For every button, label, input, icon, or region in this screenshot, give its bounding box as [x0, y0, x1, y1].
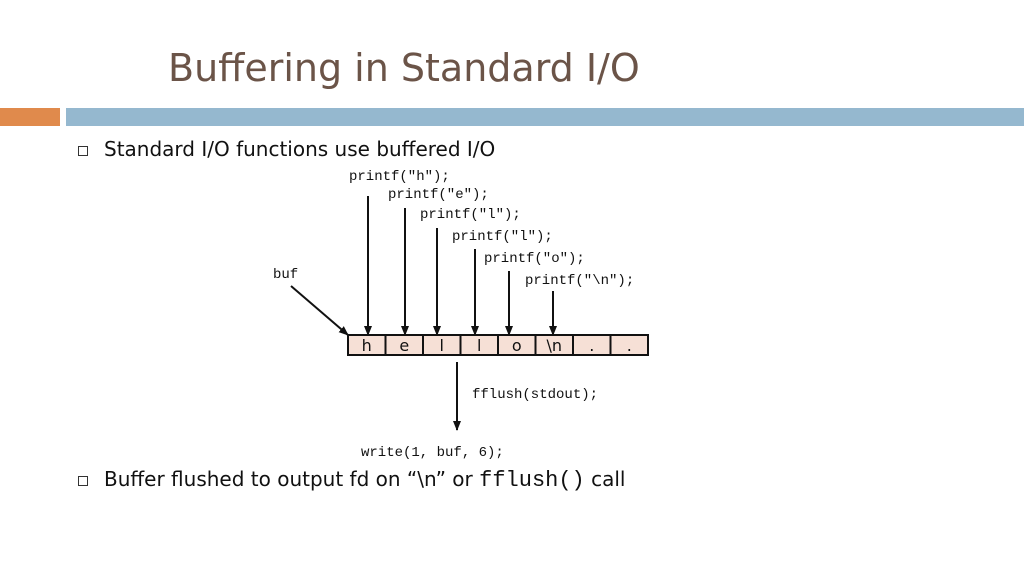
printf-call-label: printf("l"); — [452, 229, 553, 245]
bullet-item-2: Buffer flushed to output fd on “\n” or f… — [104, 467, 626, 493]
buffer-cell — [609, 334, 649, 356]
printf-call-label: printf("h"); — [349, 169, 450, 185]
fflush-code-inline: fflush() — [479, 468, 585, 493]
buffer-cell-value: . — [589, 336, 594, 355]
buffer-cell-value: o — [512, 336, 522, 355]
printf-call-label: printf("\n"); — [525, 273, 634, 289]
bullet-square-icon — [78, 476, 88, 486]
accent-bar-orange — [0, 108, 60, 126]
write-call-label: write(1, buf, 6); — [361, 445, 504, 461]
bullet-item-1: Standard I/O functions use buffered I/O — [104, 137, 496, 161]
bullet-item-2-text-before: Buffer flushed to output fd on “\n” or — [104, 467, 480, 491]
accent-bar-blue — [66, 108, 1024, 126]
fflush-call-label: fflush(stdout); — [472, 387, 598, 403]
buffer-cell-value: \n — [546, 336, 562, 355]
bullet-item-2-text-after: call — [584, 467, 626, 491]
buffer-cell-value: h — [362, 336, 372, 355]
buffer-cell-value: l — [477, 336, 481, 355]
buffer-cell-value: . — [627, 336, 632, 355]
buffer-array: h e l l o \n.. — [347, 334, 649, 356]
buf-pointer-arrow — [290, 285, 349, 336]
slide-title: Buffering in Standard I/O — [168, 46, 640, 90]
buf-label: buf — [273, 267, 298, 283]
printf-call-label: printf("o"); — [484, 251, 585, 267]
printf-call-label: printf("e"); — [388, 187, 489, 203]
buffer-cell-value: e — [399, 336, 409, 355]
buffer-cell-value: l — [440, 336, 444, 355]
printf-call-label: printf("l"); — [420, 207, 521, 223]
bullet-square-icon — [78, 146, 88, 156]
